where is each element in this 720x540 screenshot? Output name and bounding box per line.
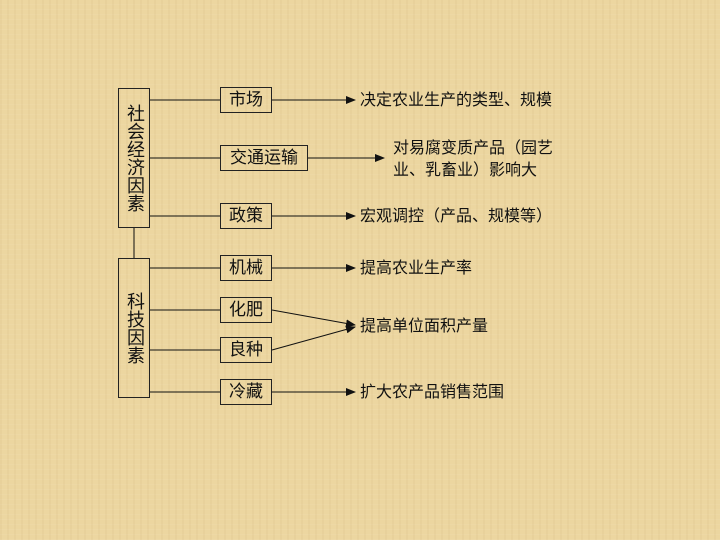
effect-transport-line2: 业、乳畜业）影响大 xyxy=(393,160,538,179)
factor-refrigeration: 冷藏 xyxy=(220,379,272,405)
factor-refrigeration-label: 冷藏 xyxy=(229,382,263,402)
effect-machinery: 提高农业生产率 xyxy=(360,258,473,277)
factor-fertilizer: 化肥 xyxy=(220,297,272,323)
effect-refrigeration: 扩大农产品销售范围 xyxy=(360,382,505,401)
group-social-economic: 社会经济因素 xyxy=(118,88,150,228)
group-social-economic-label: 社会经济因素 xyxy=(124,104,145,212)
factor-seed-label: 良种 xyxy=(229,340,263,360)
factor-market-label: 市场 xyxy=(229,90,263,110)
effect-transport: 对易腐变质产品（园艺 业、乳畜业）影响大 xyxy=(393,137,553,181)
factor-machinery-label: 机械 xyxy=(229,258,263,278)
factor-seed: 良种 xyxy=(220,337,272,363)
factor-transport-label: 交通运输 xyxy=(230,148,298,168)
arrow-seed xyxy=(271,325,356,351)
effect-transport-line1: 对易腐变质产品（园艺 xyxy=(393,138,554,157)
effect-market: 决定农业生产的类型、规模 xyxy=(360,90,553,109)
group-technology: 科技因素 xyxy=(118,258,150,398)
effect-policy: 宏观调控（产品、规模等） xyxy=(360,206,553,225)
factor-machinery: 机械 xyxy=(220,255,272,281)
factor-policy-label: 政策 xyxy=(229,206,263,226)
factor-fertilizer-label: 化肥 xyxy=(229,300,263,320)
factor-market: 市场 xyxy=(220,87,272,113)
group-technology-label: 科技因素 xyxy=(124,292,145,364)
arrow-fertilizer xyxy=(271,309,356,328)
effect-yield: 提高单位面积产量 xyxy=(360,316,489,335)
factor-policy: 政策 xyxy=(220,203,272,229)
factor-transport: 交通运输 xyxy=(220,145,308,171)
